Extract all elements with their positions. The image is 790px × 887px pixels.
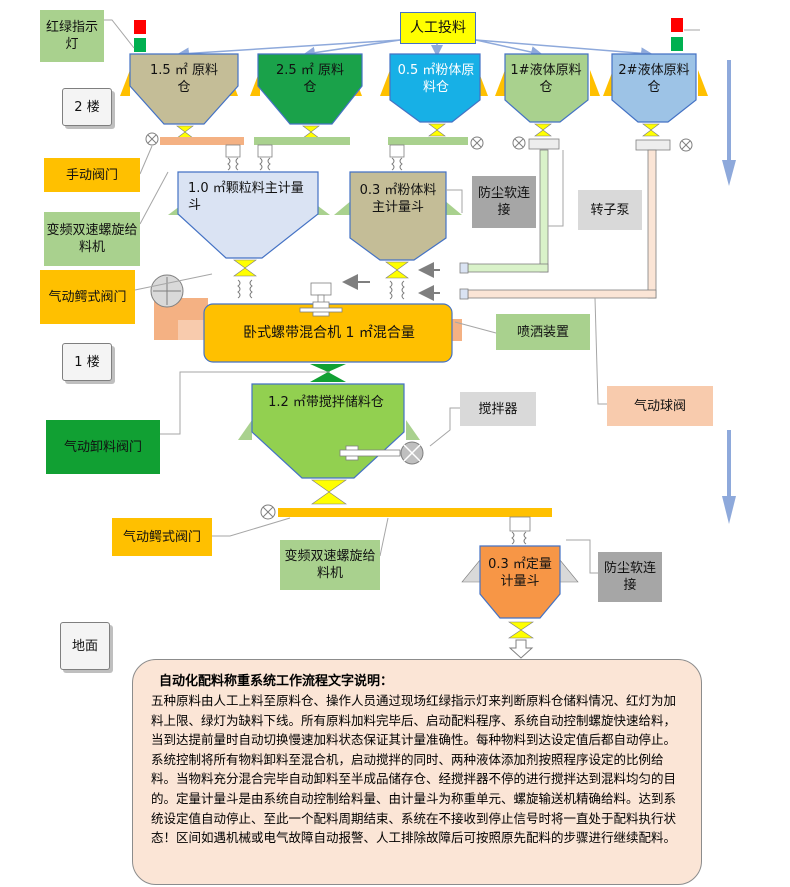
agitator-icon <box>339 441 424 465</box>
soft-connect-springs-upper <box>227 157 403 171</box>
bin-4-shape <box>504 53 589 123</box>
vfd-screw-feeder-label-2: 变频双速螺旋给料机 <box>280 540 380 590</box>
granule-hopper-shape <box>177 171 319 259</box>
manual-feed-label: 人工投料 <box>400 12 476 44</box>
screw-feeder-3 <box>388 137 468 145</box>
floor-arrow-lower <box>722 430 736 524</box>
bin-2-label: 2.5 ㎡ 原料仓 <box>276 63 344 95</box>
soft-connect-springs-mixer <box>237 279 405 300</box>
feeder-chutes <box>225 144 405 158</box>
spray-device-label: 喷洒装置 <box>496 314 590 350</box>
dust-soft-connect-label-2: 防尘软连接 <box>598 552 662 602</box>
agitator-label: 搅拌器 <box>460 392 536 426</box>
pump-block-1 <box>528 138 560 150</box>
mixer-label: 卧式螺带混合机 1 ㎡混合量 <box>243 325 415 341</box>
storage-outlet-valve <box>311 479 347 505</box>
bin-5-label: 2#液体原料仓 <box>618 63 690 95</box>
floor-2-label: 2 楼 <box>62 88 112 126</box>
bin-2-shape <box>257 53 363 125</box>
leader-lines <box>104 19 700 574</box>
indicator-light-right <box>671 18 683 51</box>
bottom-spring <box>511 531 527 545</box>
bin-3-shape <box>389 53 481 123</box>
final-outlet-valve <box>508 621 534 639</box>
floor-arrow-upper <box>722 60 736 186</box>
final-discharge-arrow <box>508 639 534 659</box>
pneumatic-discharge-valve-label: 气动卸料阀门 <box>46 420 160 474</box>
bottom-valve-icon <box>260 504 276 520</box>
flow-arrows-left <box>342 262 440 301</box>
screw-feeder-2 <box>254 137 350 145</box>
rotor-pump-label: 转子泵 <box>578 190 642 230</box>
pump-block-2 <box>635 139 671 151</box>
spray-device-icon <box>299 282 343 317</box>
liquid-valve-icons <box>459 262 469 300</box>
bin-1-label: 1.5 ㎡ 原料仓 <box>150 63 218 95</box>
pneumatic-ball-valve-label: 气动球阀 <box>607 386 713 426</box>
final-hopper-shape <box>479 545 561 619</box>
screw-feeder-bottom <box>278 508 552 517</box>
bin-outlet-valves <box>176 123 660 139</box>
bottom-chute <box>509 516 531 532</box>
workflow-description-body: 五种原料由人工上料至原料仓、操作人员通过现场红绿指示灯来判断原料仓储料情况、红灯… <box>151 693 677 846</box>
storage-bin-label: 1.2 ㎡带搅拌储料仓 <box>268 395 384 410</box>
bin-3-label: 0.5 ㎡粉体原料仓 <box>397 63 475 95</box>
hopper-outlet-valves <box>233 259 409 279</box>
workflow-description-title: 自动化配料称重系统工作流程文字说明： <box>159 674 394 689</box>
manual-feed-arrows <box>177 39 653 60</box>
powder-hopper-label: 0.3 ㎡粉体料主计量斗 <box>359 183 437 215</box>
vfd-screw-feeder-label-1: 变频双速螺旋给料机 <box>44 212 140 266</box>
manual-valve-icons <box>145 132 693 152</box>
bin-4-label: 1#液体原料仓 <box>510 63 582 95</box>
workflow-description-panel: 自动化配料称重系统工作流程文字说明： 五种原料由人工上料至原料仓、操作人员通过现… <box>132 659 702 885</box>
mixer-outlet-valve <box>310 364 346 382</box>
powder-hopper-shape <box>349 171 447 261</box>
bin-5-shape <box>611 53 697 123</box>
pneumatic-butterfly-valve-label-2: 气动鳄式阀门 <box>112 518 212 556</box>
dust-soft-connect-label-1: 防尘软连接 <box>472 176 536 228</box>
mixer-motor <box>150 274 208 340</box>
manual-valve-label: 手动阀门 <box>44 158 140 192</box>
granule-hopper-label: 1.0 ㎡颗粒料主计量斗 <box>188 181 304 213</box>
screw-feeder-1 <box>160 137 244 145</box>
ground-label: 地面 <box>60 622 110 670</box>
red-green-light-label: 红绿指示灯 <box>40 10 104 62</box>
final-hopper-label: 0.3 ㎡定量计量斗 <box>488 557 552 589</box>
floor-1-label: 1 楼 <box>62 343 112 381</box>
indicator-light-left <box>134 20 146 52</box>
bin-1-shape <box>129 53 239 125</box>
pneumatic-butterfly-valve-label-1: 气动鳄式阀门 <box>40 270 135 324</box>
storage-side-triangles <box>238 420 420 440</box>
